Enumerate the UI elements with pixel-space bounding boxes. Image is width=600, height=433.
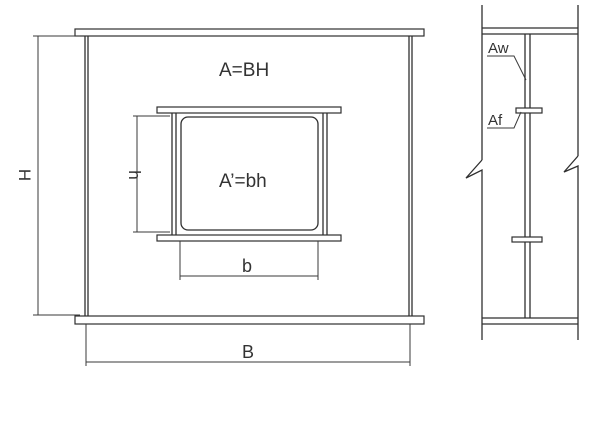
section-right-break (563, 155, 579, 340)
inner-bottom-flange (156, 234, 342, 242)
section-detail (465, 5, 579, 340)
dimension-B (85, 324, 411, 366)
area-outer-label: A=BH (219, 60, 269, 81)
flange-area-label: Af (488, 112, 503, 129)
dim-b-label: b (242, 256, 252, 276)
af-leader (487, 111, 522, 129)
area-inner-label: A’=bh (219, 171, 267, 192)
aw-leader (487, 55, 527, 81)
section-left-break (465, 159, 483, 340)
dimension-h (133, 115, 170, 233)
web-area-label: Aw (488, 40, 509, 57)
dim-h-label: h (125, 170, 144, 179)
inner-hole-outline (180, 116, 319, 231)
upper-flange-tee (515, 107, 543, 114)
dim-B-label: B (242, 342, 254, 362)
dimension-H (33, 35, 80, 316)
outer-frame (74, 28, 425, 325)
inner-opening (156, 106, 342, 242)
dim-H-label: H (15, 169, 34, 181)
outer-bottom-flange (74, 315, 425, 325)
inner-top-flange (156, 106, 342, 114)
outer-top-flange (74, 28, 425, 37)
dimension-b (179, 241, 319, 280)
lower-flange-tee (511, 236, 543, 243)
